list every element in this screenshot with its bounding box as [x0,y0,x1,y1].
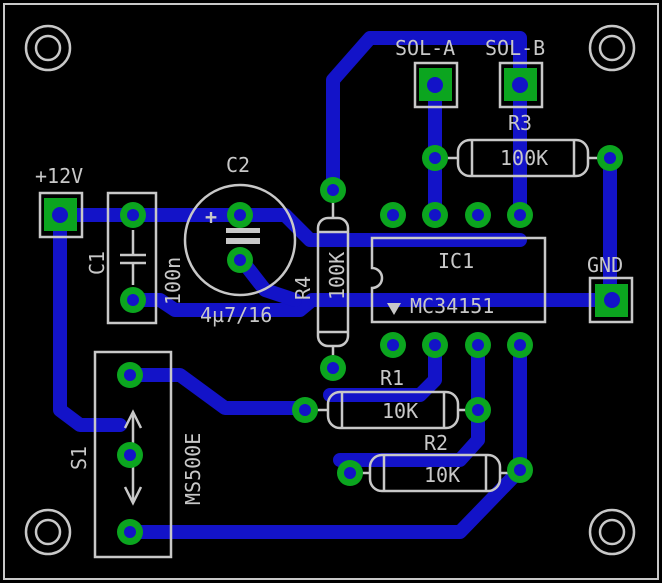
label-c1-value: 100n [161,257,185,305]
pad-c1-1 [120,202,146,228]
copper-traces [53,31,619,539]
label-r1-ref: R1 [380,366,404,390]
pad-ic1-2 [422,332,448,358]
trace-r2-loop [333,403,485,467]
pad-gnd [595,284,628,317]
pad-c1-2 [120,287,146,313]
label-ic1-value: MC34151 [410,294,494,318]
mounting-hole-top-left [24,24,72,72]
trace-12v-bus [53,208,527,247]
label-r2-value: 10K [424,463,460,487]
label-s1-ref: S1 [67,446,91,470]
pad-r3-2 [597,145,623,171]
mounting-hole-top-right [588,24,636,72]
label-gnd: GND [587,253,623,277]
ic1-outline [370,236,547,324]
label-c1-ref: C1 [85,251,109,275]
pad-ic1-4 [507,332,533,358]
label-c2-ref: C2 [226,153,250,177]
trace-r1-switch [123,368,312,415]
pad-ic1-6 [465,202,491,228]
board-outline [3,3,659,580]
r3-outline [443,138,603,178]
pad-r2-1 [337,460,363,486]
c1-outline [106,191,158,325]
label-r3-ref: R3 [508,111,532,135]
pad-r1-1 [292,397,318,423]
label-r1-value: 10K [382,399,418,423]
silkscreen-labels: SOL-A SOL-B R3 100K C2 +12V C1 100n R4 1… [35,36,623,505]
pad-r1-2 [465,397,491,423]
label-ic1-ref: IC1 [438,249,474,273]
pad-ic1-7 [422,202,448,228]
trace-r4-top [326,31,527,197]
trace-switch-bottom [123,463,527,539]
label-c2-value: 4µ7/16 [200,303,272,327]
mounting-hole-bottom-left [24,508,72,556]
pad-c2-neg [227,247,253,273]
trace-ic-pin6 [323,338,442,402]
pad-ic1-8 [380,202,406,228]
pad-ic1-3 [465,332,491,358]
label-sol-b: SOL-B [485,36,545,60]
pad-s1-2 [117,442,143,468]
pad-r4-2 [320,355,346,381]
pad-sol-a [419,68,452,101]
label-r4-ref: R4 [291,276,315,300]
pad-s1-3 [117,519,143,545]
label-sol-a: SOL-A [395,36,455,60]
pad-ic1-1 [380,332,406,358]
label-v12: +12V [35,164,83,188]
r1-outline [310,390,470,430]
terminal-outlines [38,61,634,324]
pad-ic1-5 [507,202,533,228]
pad-r2-2 [507,457,533,483]
pads [44,68,628,545]
pad-sol-b [504,68,537,101]
mounting-hole-bottom-right [588,508,636,556]
pad-12v [44,198,77,231]
pad-r3-1 [422,145,448,171]
label-r2-ref: R2 [424,431,448,455]
label-s1-value: MS500E [181,433,205,505]
trace-12v-down [53,208,127,432]
c2-polarity-mark: + [205,205,217,229]
pad-s1-1 [117,362,143,388]
label-r3-value: 100K [500,146,548,170]
c2-outline: + [183,183,297,297]
pad-r4-1 [320,177,346,203]
label-r4-value: 100K [325,252,349,300]
pad-c2-pos [227,202,253,228]
